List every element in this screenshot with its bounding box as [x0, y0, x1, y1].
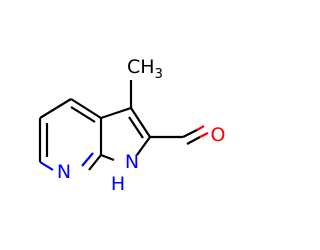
methyl-text: CH — [127, 56, 155, 78]
bond-c3-c2-inner — [128, 116, 144, 139]
molecule-structure: N H N O CH3 — [38, 56, 226, 195]
atom-o-aldehyde: O — [211, 124, 226, 146]
bond-c3a-c3 — [100, 106, 132, 120]
methyl-subscript: 3 — [155, 67, 163, 82]
bond-n7-c7a-inner — [81, 152, 94, 167]
bond-cho-o-lower — [186, 136, 201, 145]
atom-h-pyrrole: H — [111, 173, 125, 195]
bond-c4-c3a-inner — [70, 106, 96, 123]
bond-cho-o-upper-red — [196, 125, 205, 131]
bond-lines — [38, 80, 209, 171]
atom-n-pyridine: N — [57, 161, 71, 183]
bond-c7a-n1 — [100, 153, 115, 162]
methyl-label: CH3 — [127, 56, 163, 82]
bond-cho-o-upper — [182, 129, 198, 138]
bond-c2-n1 — [136, 136, 151, 156]
bond-c3-c2 — [130, 107, 151, 138]
bond-c5-c4 — [39, 98, 72, 119]
bond-c7a-n7 — [88, 154, 102, 171]
bond-n7-c6 — [39, 161, 54, 171]
atom-n-pyrrole: N — [125, 151, 139, 173]
bond-cho-o-lower-red — [199, 132, 209, 138]
bond-c4-c3a — [70, 98, 102, 119]
